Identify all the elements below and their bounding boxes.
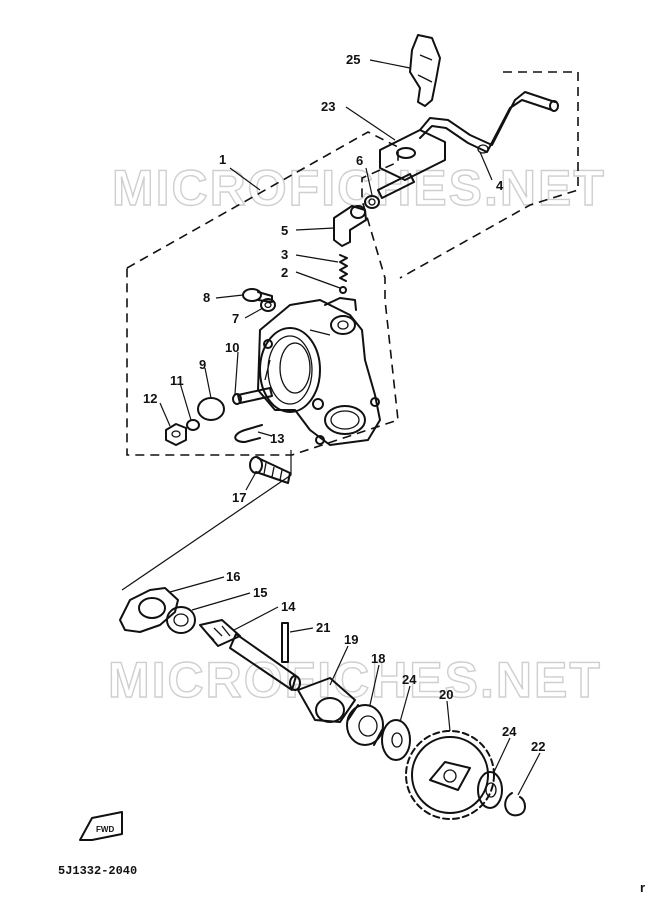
callout-6: 6 <box>356 153 363 168</box>
part-6-oring[interactable] <box>364 195 380 209</box>
part-9-plate[interactable] <box>197 397 225 421</box>
callout-18: 18 <box>371 651 385 666</box>
part-12-nut[interactable] <box>165 423 187 446</box>
part-15-oil-seal[interactable] <box>166 606 196 634</box>
assembly-boundary-4 <box>399 71 579 279</box>
diagram-code: 5J1332-2040 <box>58 864 137 878</box>
callout-5: 5 <box>281 223 288 238</box>
part-10-shaft[interactable] <box>232 387 273 405</box>
callout-17: 17 <box>232 490 246 505</box>
corner-mark: r <box>640 880 645 895</box>
callout-1: 1 <box>219 152 226 167</box>
callout-10: 10 <box>225 340 239 355</box>
part-24-washer-b[interactable] <box>477 771 503 809</box>
part-25-clip[interactable] <box>409 34 441 107</box>
callout-24-lower: 24 <box>502 724 517 739</box>
fwd-arrow-icon: FWD <box>79 811 123 841</box>
callout-3: 3 <box>281 247 288 262</box>
part-8-screw[interactable] <box>242 288 273 303</box>
part-14-shaft[interactable] <box>199 619 301 691</box>
callout-4: 4 <box>496 178 504 193</box>
callout-7: 7 <box>232 311 239 326</box>
callout-2: 2 <box>281 265 288 280</box>
oil-pump-body[interactable] <box>257 297 381 446</box>
callout-25: 25 <box>346 52 360 67</box>
callout-16: 16 <box>226 569 240 584</box>
part-21-pin[interactable] <box>281 622 289 663</box>
callout-21: 21 <box>316 620 330 635</box>
callout-23: 23 <box>321 99 335 114</box>
callout-24-upper: 24 <box>402 672 417 687</box>
callout-22: 22 <box>531 739 545 754</box>
part-7-washer[interactable] <box>260 298 276 312</box>
part-18-bearing[interactable] <box>346 704 384 746</box>
part-20-gear[interactable] <box>405 730 495 820</box>
part-13-clip[interactable] <box>234 424 263 443</box>
callout-9: 9 <box>199 357 206 372</box>
part-22-circlip[interactable] <box>504 792 526 817</box>
fwd-label: FWD <box>96 825 114 834</box>
part-16-gasket[interactable] <box>119 587 179 633</box>
callout-20: 20 <box>439 687 453 702</box>
callout-12: 12 <box>143 391 157 406</box>
callout-11: 11 <box>170 373 184 388</box>
callout-13: 13 <box>270 431 284 446</box>
assembly-leader <box>121 450 292 591</box>
part-2-ball[interactable] <box>339 286 347 294</box>
part-24-washer-a[interactable] <box>381 719 411 761</box>
callout-15: 15 <box>253 585 267 600</box>
part-11-washer[interactable] <box>186 419 200 431</box>
callout-leaders <box>159 59 541 796</box>
part-19-collar[interactable] <box>297 677 356 723</box>
callout-19: 19 <box>344 632 358 647</box>
callout-14: 14 <box>281 599 296 614</box>
part-4-pipe[interactable] <box>377 91 559 199</box>
part-5-elbow[interactable] <box>333 205 367 247</box>
callout-8: 8 <box>203 290 210 305</box>
part-3-spring[interactable] <box>339 254 348 282</box>
